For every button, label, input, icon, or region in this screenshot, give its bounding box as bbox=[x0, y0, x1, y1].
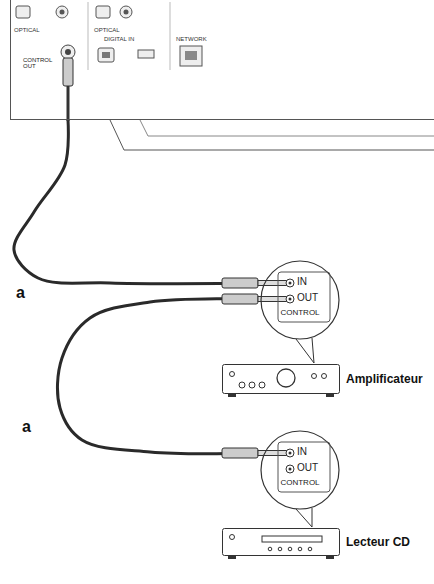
button bbox=[298, 547, 302, 551]
cable-callout: a bbox=[20, 418, 33, 436]
coaxial-jack-pin bbox=[60, 10, 65, 15]
control-jack-core bbox=[289, 468, 292, 471]
control-jack bbox=[286, 449, 294, 457]
rear-panel: CONTROL OUT bbox=[10, 0, 434, 120]
panel-label: NETWORK bbox=[176, 36, 207, 42]
mini-plug bbox=[222, 294, 258, 304]
cable-callout: a bbox=[14, 284, 27, 302]
jack-label: CONTROL bbox=[260, 309, 340, 317]
amplifier: Amplificateur bbox=[222, 364, 340, 394]
foot bbox=[326, 556, 334, 559]
callout-tail bbox=[296, 508, 312, 527]
callout-circle bbox=[261, 431, 339, 509]
mini-plug bbox=[222, 278, 258, 288]
foot bbox=[228, 556, 236, 559]
foot bbox=[228, 394, 236, 397]
cd-player-body bbox=[223, 529, 340, 556]
control-jack-core bbox=[289, 298, 292, 301]
jack-label: OUT bbox=[297, 463, 318, 473]
network-port bbox=[180, 46, 202, 66]
button bbox=[278, 547, 282, 551]
coaxial-jack bbox=[120, 6, 132, 18]
control-cable bbox=[14, 120, 260, 284]
rear-panel-outline bbox=[11, 0, 434, 120]
jack-label: OUT bbox=[297, 293, 318, 303]
mini-plug-tip bbox=[258, 281, 288, 286]
control-jack bbox=[286, 295, 294, 303]
cd-player: Lecteur CD bbox=[222, 528, 340, 556]
panel-label: DIGITAL IN bbox=[104, 36, 134, 42]
button bbox=[268, 547, 272, 551]
control-jack bbox=[286, 465, 294, 473]
cable bbox=[67, 86, 70, 121]
amplifier-outline bbox=[222, 364, 340, 394]
mini-plug bbox=[222, 448, 258, 458]
callout-circle bbox=[261, 261, 339, 339]
jack-label: CONTROL OUT bbox=[23, 57, 63, 69]
disc-tray bbox=[262, 536, 322, 542]
coaxial-jack-pin bbox=[124, 10, 129, 15]
mini-plug-tip bbox=[258, 451, 288, 456]
button bbox=[239, 382, 245, 388]
button bbox=[249, 382, 255, 388]
callout-tail bbox=[296, 338, 314, 363]
cd-player-outline bbox=[222, 528, 340, 556]
jack-label: IN bbox=[297, 277, 307, 287]
control-jack bbox=[286, 279, 294, 287]
indicator bbox=[230, 372, 235, 377]
stand-outline bbox=[140, 120, 434, 136]
usb-b-port bbox=[98, 48, 114, 62]
coaxial-jack bbox=[56, 6, 68, 18]
mini-plug bbox=[63, 58, 73, 86]
stand-outline bbox=[110, 120, 434, 150]
panel-label: OPTICAL bbox=[14, 27, 40, 33]
amplifier-body bbox=[223, 365, 340, 394]
optical-jack bbox=[16, 6, 30, 18]
panel-divider bbox=[88, 2, 89, 70]
device-label: Lecteur CD bbox=[346, 536, 410, 548]
control-callout: IN OUT CONTROL bbox=[260, 430, 340, 510]
volume-knob bbox=[277, 369, 295, 387]
usb-b-port-core bbox=[102, 52, 110, 58]
button bbox=[259, 382, 265, 388]
mini-plug-tip bbox=[258, 297, 288, 302]
panel-divider bbox=[170, 2, 171, 70]
optical-jack bbox=[96, 6, 110, 18]
power-button bbox=[230, 535, 235, 540]
button bbox=[288, 547, 292, 551]
jack-label: CONTROL bbox=[260, 479, 340, 487]
control-callout: IN OUT CONTROL bbox=[260, 260, 340, 340]
panel-label: OPTICAL bbox=[94, 27, 120, 33]
control-out-jack-core bbox=[65, 49, 71, 55]
control-jack-core bbox=[289, 452, 292, 455]
device-label: Amplificateur bbox=[346, 373, 423, 385]
jack-label: IN bbox=[297, 447, 307, 457]
network-port-core bbox=[185, 51, 197, 60]
usb-a-port bbox=[138, 50, 154, 58]
control-jack-core bbox=[289, 282, 292, 285]
control-out-jack bbox=[61, 45, 75, 59]
button bbox=[308, 547, 312, 551]
foot bbox=[326, 394, 334, 397]
button bbox=[312, 374, 317, 379]
button bbox=[322, 374, 327, 379]
